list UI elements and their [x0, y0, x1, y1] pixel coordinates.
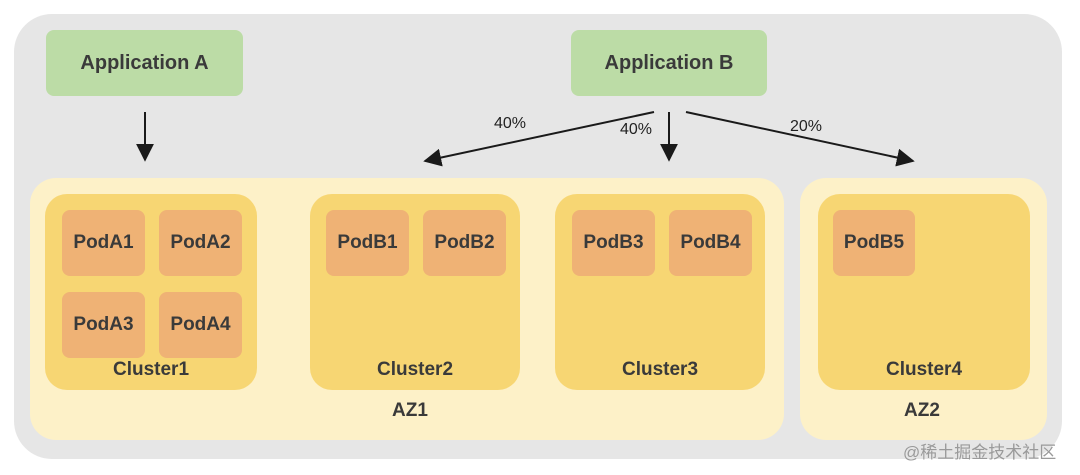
application-b-box: Application B [571, 30, 767, 96]
pod-box: PodB3 [572, 210, 655, 276]
pod-label: PodA4 [170, 314, 231, 335]
pod-box: PodA1 [62, 210, 145, 276]
cluster1-label: Cluster1 [112, 359, 190, 380]
az1-label: AZ1 [392, 400, 428, 421]
pod-box: PodA4 [159, 292, 242, 358]
cluster3-label: Cluster3 [621, 359, 699, 380]
pod-box: PodA3 [62, 292, 145, 358]
traffic-label-cluster3: 40% [620, 121, 653, 138]
pod-box: PodB5 [833, 210, 915, 276]
pod-label: PodA3 [73, 314, 134, 335]
pod-box: PodA2 [159, 210, 242, 276]
application-a-box: Application A [46, 30, 243, 96]
application-a-label: Application A [80, 51, 209, 74]
cluster2-label: Cluster2 [376, 359, 454, 380]
pod-label: PodB1 [337, 232, 398, 253]
pod-label: PodB4 [680, 232, 741, 253]
watermark: @稀土掘金技术社区 [903, 443, 1057, 462]
traffic-label-cluster4: 20% [790, 118, 823, 135]
pod-label: PodB5 [843, 232, 905, 253]
arrow-app-b-to-cluster2 [423, 111, 655, 167]
pod-label: PodA2 [170, 232, 231, 253]
az2-label: AZ2 [904, 400, 940, 421]
arrow-app-b-to-cluster4 [685, 111, 915, 167]
pod-label: PodA1 [73, 232, 134, 253]
traffic-label-cluster2: 40% [494, 115, 527, 132]
application-b-label: Application B [604, 51, 734, 74]
pod-label: PodB3 [583, 232, 644, 253]
pod-box: PodB2 [423, 210, 506, 276]
pod-label: PodB2 [434, 232, 495, 253]
pod-box: PodB1 [326, 210, 409, 276]
pod-box: PodB4 [669, 210, 752, 276]
cluster4-label: Cluster4 [885, 359, 963, 380]
